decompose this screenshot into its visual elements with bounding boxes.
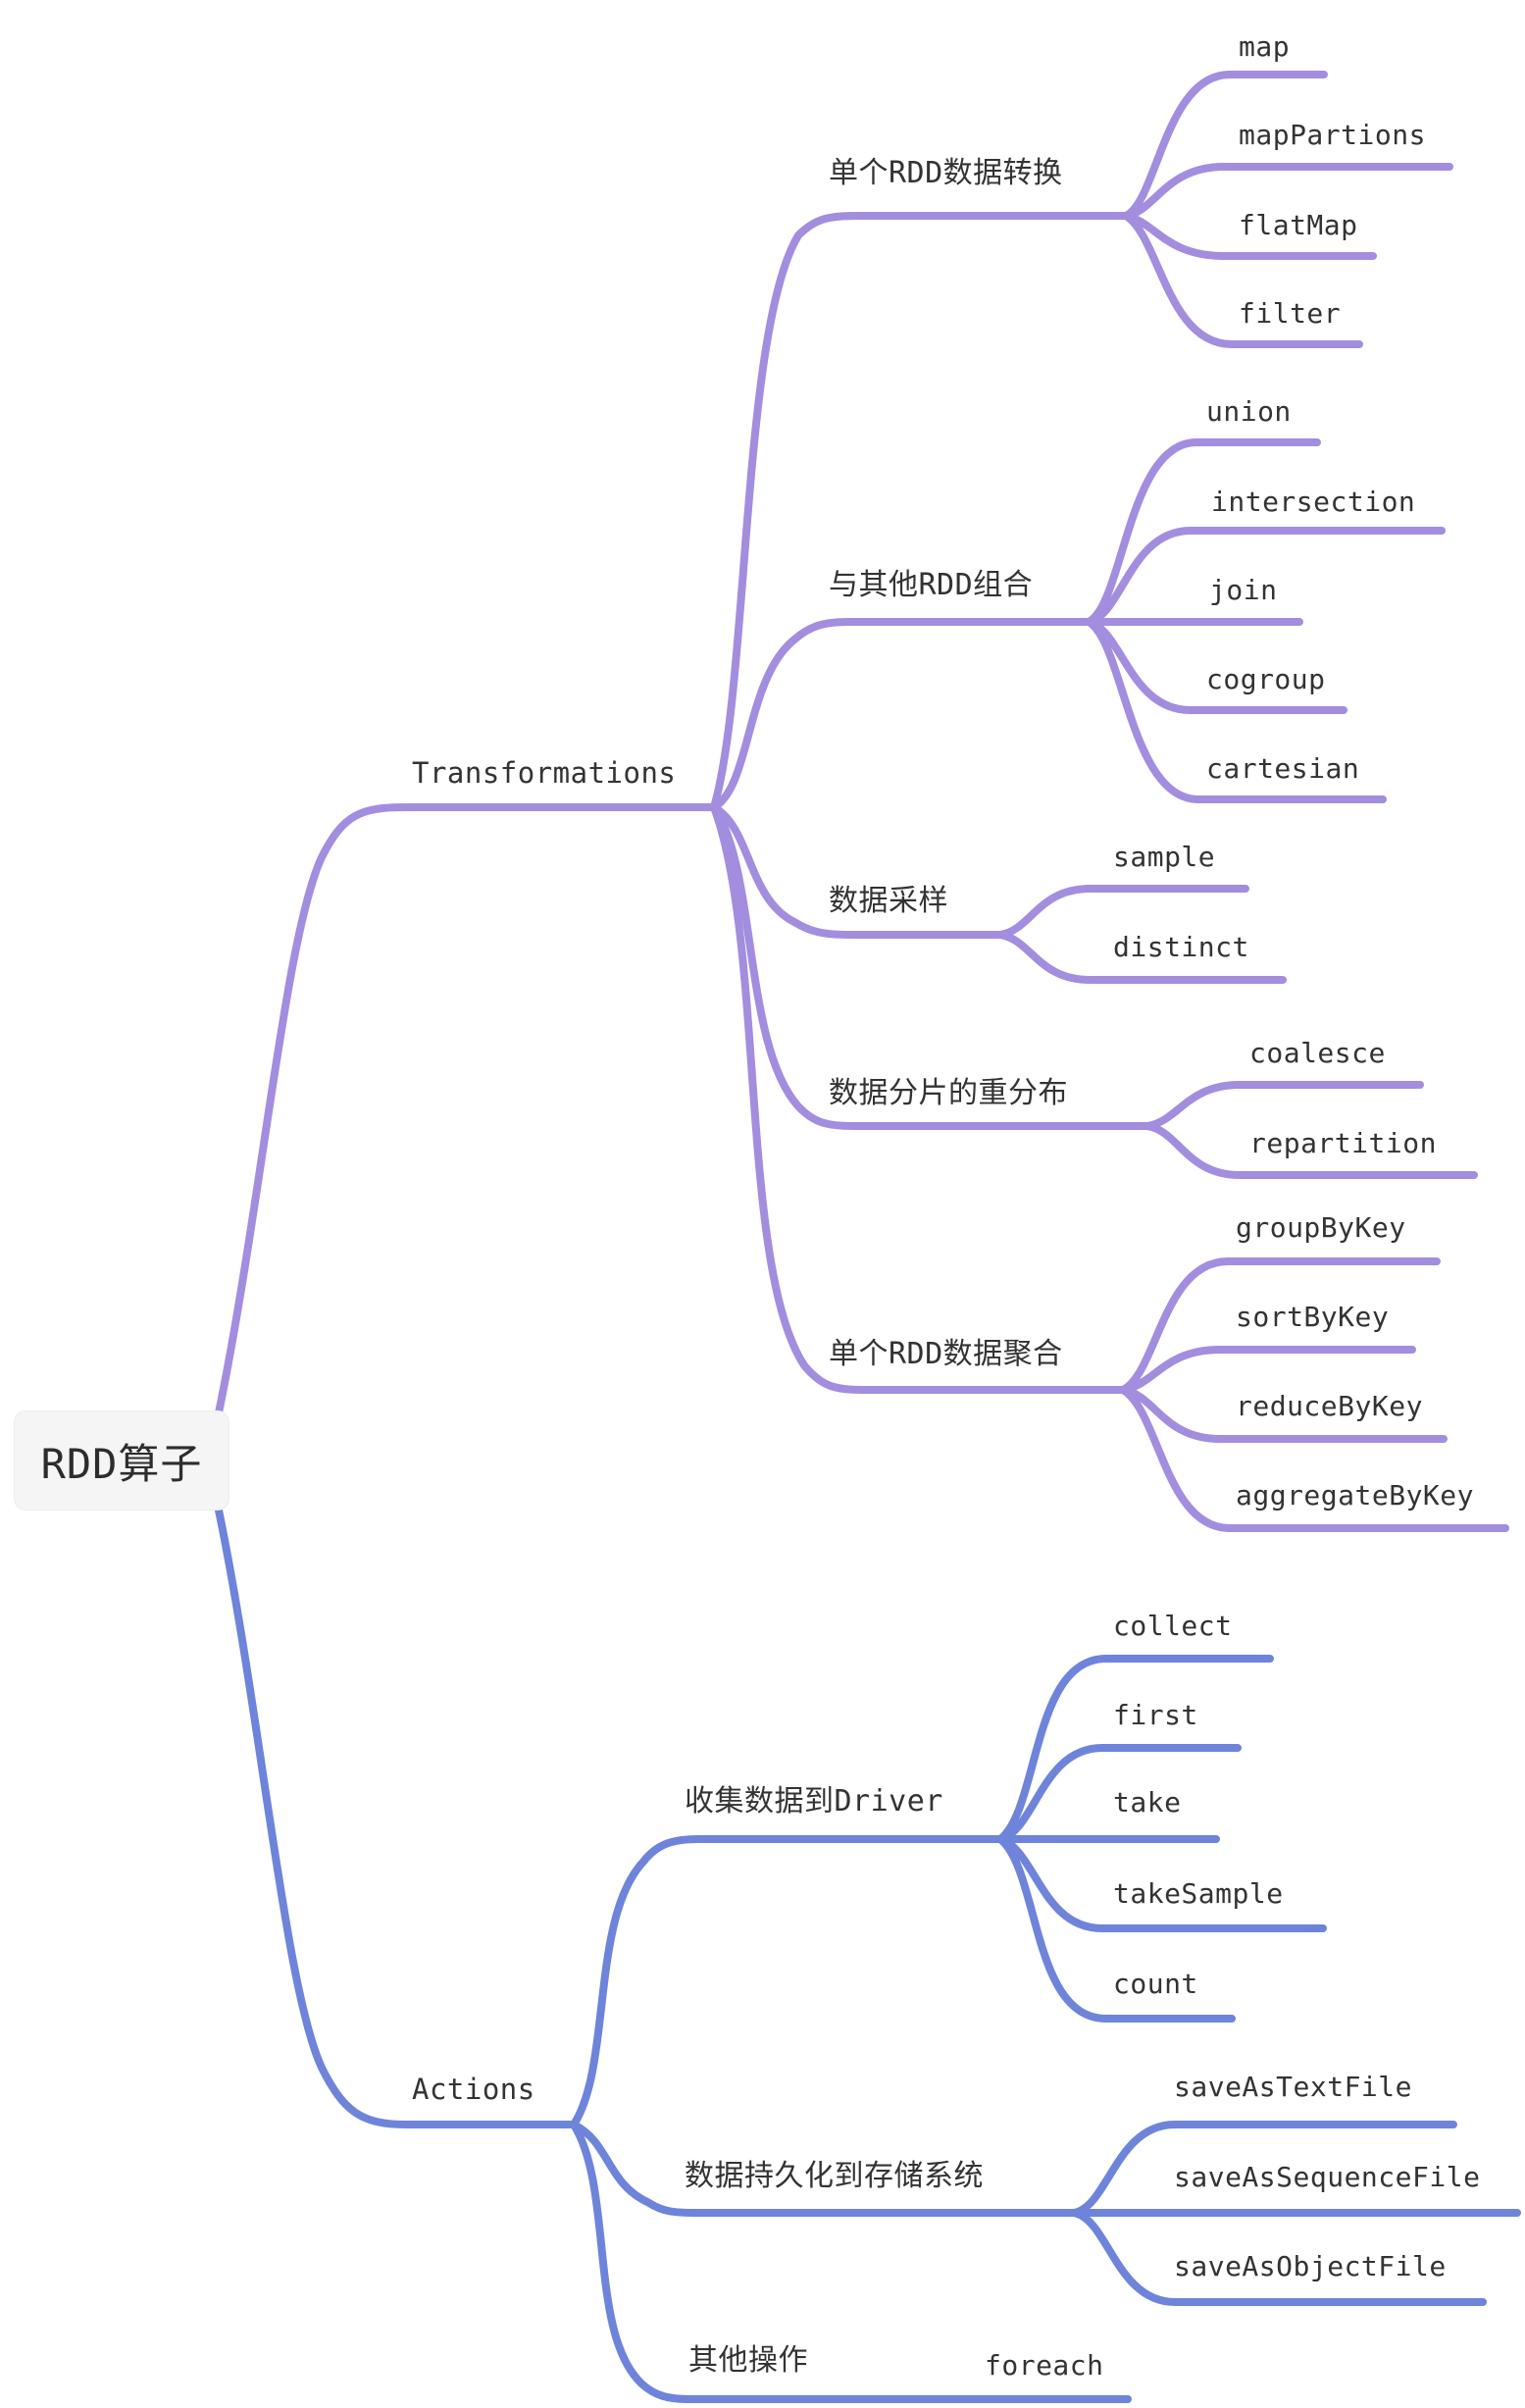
node-cartesian[interactable]: cartesian: [1206, 752, 1360, 785]
edge-group-rdd-combine: [710, 618, 1093, 811]
node-count[interactable]: count: [1113, 1968, 1198, 2000]
node-sortbykey[interactable]: sortByKey: [1236, 1301, 1390, 1333]
node-reducebykey[interactable]: reduceByKey: [1236, 1390, 1423, 1422]
edge-group-rdd-aggregate: [710, 803, 1127, 1394]
node-first[interactable]: first: [1113, 1699, 1198, 1731]
node-group-persist-storage[interactable]: 数据持久化到存储系统: [685, 2159, 984, 2193]
node-group-other-ops[interactable]: 其他操作: [688, 2343, 808, 2378]
edge-group-rdd-transform: [710, 212, 1130, 811]
node-takesample[interactable]: takeSample: [1113, 1877, 1284, 1910]
node-filter[interactable]: filter: [1239, 297, 1342, 330]
node-collect[interactable]: collect: [1113, 1610, 1233, 1642]
edge-leaf-map: [1122, 71, 1328, 220]
edge-leaf-takesample: [996, 1835, 1327, 1932]
node-foreach[interactable]: foreach: [985, 2349, 1104, 2382]
edge-leaf-aggregatebykey: [1119, 1386, 1509, 1532]
node-coalesce[interactable]: coalesce: [1249, 1037, 1386, 1069]
node-transformations[interactable]: Transformations: [412, 756, 677, 790]
node-group-rdd-transform[interactable]: 单个RDD数据转换: [829, 156, 1063, 190]
node-cogroup[interactable]: cogroup: [1206, 663, 1326, 695]
edge-leaf-first: [996, 1744, 1242, 1843]
edge-leaf-count: [996, 1835, 1236, 2023]
edge-leaf-groupbykey: [1119, 1257, 1441, 1394]
node-group-sampling[interactable]: 数据采样: [829, 884, 948, 918]
node-groupbykey[interactable]: groupByKey: [1236, 1211, 1406, 1244]
edge-leaf-union: [1085, 438, 1321, 626]
root-node[interactable]: RDD算子: [14, 1410, 229, 1511]
node-join[interactable]: join: [1209, 574, 1278, 606]
edge-leaf-repartition: [1144, 1122, 1478, 1179]
root-node-label: RDD算子: [40, 1439, 203, 1488]
node-intersection[interactable]: intersection: [1211, 486, 1416, 518]
edge-group-other-ops: [570, 2121, 857, 2403]
node-group-rdd-combine[interactable]: 与其他RDD组合: [829, 568, 1034, 602]
edge-leaf-saveasobjectfile: [1070, 2209, 1487, 2306]
edge-group-collect-driver: [570, 1835, 1004, 2128]
node-saveasobjectfile[interactable]: saveAsObjectFile: [1174, 2250, 1447, 2282]
node-take[interactable]: take: [1113, 1786, 1182, 1819]
node-saveassequencefile[interactable]: saveAsSequenceFile: [1174, 2161, 1481, 2193]
node-flatmap[interactable]: flatMap: [1239, 209, 1358, 241]
node-mappartions[interactable]: mapPartions: [1239, 119, 1426, 151]
node-saveastextfile[interactable]: saveAsTextFile: [1174, 2071, 1413, 2103]
edge-leaf-sample: [996, 885, 1249, 939]
edge-group-sampling: [710, 803, 1004, 939]
actions-edges: [213, 1497, 1521, 2403]
node-union[interactable]: union: [1206, 395, 1292, 428]
edge-group-repartition: [710, 803, 1151, 1130]
edge-leaf-saveastextfile: [1070, 2121, 1457, 2217]
edge-trunk-actions: [213, 1497, 578, 2128]
node-actions[interactable]: Actions: [412, 2073, 535, 2106]
edge-leaf-filter: [1122, 212, 1363, 348]
node-sample[interactable]: sample: [1113, 841, 1216, 873]
edge-leaf-coalesce: [1144, 1081, 1424, 1130]
node-aggregatebykey[interactable]: aggregateByKey: [1236, 1479, 1475, 1511]
transformations-edges: [213, 71, 1509, 1532]
edge-group-persist-storage: [570, 2121, 1078, 2217]
edge-leaf-distinct: [996, 931, 1287, 984]
node-distinct[interactable]: distinct: [1113, 931, 1249, 963]
node-group-repartition[interactable]: 数据分片的重分布: [829, 1076, 1068, 1110]
node-map[interactable]: map: [1239, 30, 1291, 63]
edge-trunk-transformations: [213, 803, 718, 1426]
edge-leaf-intersection: [1085, 527, 1446, 626]
node-group-rdd-aggregate[interactable]: 单个RDD数据聚合: [829, 1337, 1063, 1371]
edge-leaf-mappartions: [1122, 163, 1453, 220]
edge-leaf-cartesian: [1085, 618, 1387, 803]
node-group-collect-driver[interactable]: 收集数据到Driver: [685, 1784, 943, 1819]
edge-leaf-collect: [996, 1655, 1274, 1843]
node-repartition[interactable]: repartition: [1249, 1127, 1437, 1159]
edge-leaf-sortbykey: [1119, 1346, 1416, 1394]
edge-leaf-reducebykey: [1119, 1386, 1448, 1443]
